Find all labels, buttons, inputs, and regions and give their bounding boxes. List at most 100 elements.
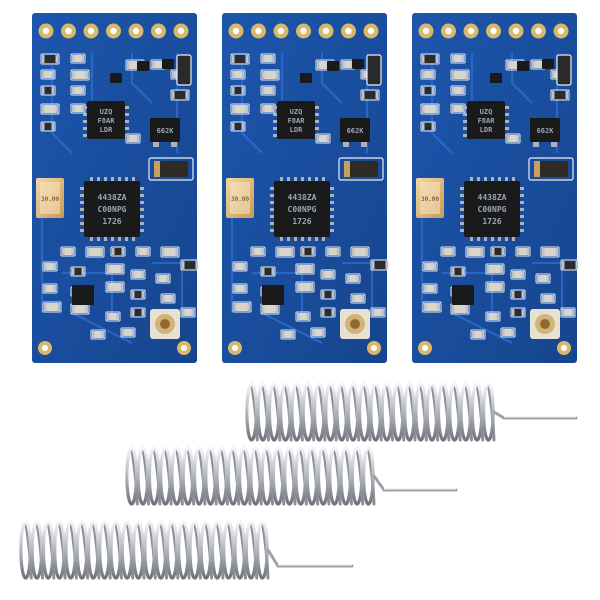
crystal-lid	[420, 182, 440, 214]
chip-pin	[460, 208, 464, 211]
chip-body	[467, 101, 505, 139]
header-hole	[110, 27, 117, 35]
silk-outline	[370, 259, 390, 271]
silk-outline	[170, 89, 190, 101]
smd-component	[172, 91, 188, 99]
solder-end	[465, 305, 468, 313]
chip-pin	[505, 113, 509, 116]
tantalum-capacitor	[534, 161, 568, 177]
header-hole	[467, 27, 475, 35]
silk-outline	[450, 53, 466, 64]
solder-end	[137, 248, 140, 255]
smd-component	[182, 261, 198, 269]
solder-end	[512, 309, 515, 316]
coil-turn	[136, 446, 150, 506]
connector-center	[160, 319, 170, 329]
smd-component	[452, 87, 464, 94]
solder-end	[92, 331, 95, 338]
chip-pin	[80, 215, 84, 218]
chip-pin	[498, 237, 501, 241]
silk-outline	[232, 301, 252, 313]
smd-component	[72, 268, 84, 275]
coil-turn	[222, 520, 235, 580]
header-hole	[65, 27, 72, 35]
chip-pin	[132, 177, 135, 181]
solder-end	[302, 248, 305, 255]
header-hole	[300, 27, 307, 35]
coil-turn	[125, 446, 138, 506]
solder-end	[241, 87, 244, 94]
smd-component	[297, 265, 313, 273]
chip-pin	[520, 201, 524, 204]
smd-component	[42, 55, 58, 63]
solder-end	[81, 87, 84, 94]
crystal-lid	[40, 182, 60, 214]
solder-end	[132, 309, 135, 316]
crystal-oscillator: 30.00	[416, 178, 444, 218]
silk-outline	[528, 157, 574, 181]
solder-end	[232, 123, 235, 130]
smd-component	[424, 303, 440, 311]
solder-end	[546, 275, 549, 282]
solder-end	[85, 71, 88, 79]
chip-pin	[111, 237, 114, 241]
chip-pin	[140, 194, 144, 197]
smd-component	[162, 248, 178, 256]
smd-component	[262, 71, 278, 79]
smd-component	[424, 263, 436, 270]
silk-outline	[230, 53, 250, 65]
silk-outline	[260, 266, 276, 277]
coil-turn	[177, 520, 190, 580]
coil-turn	[165, 520, 179, 580]
solder-end	[72, 55, 75, 62]
solder-end	[517, 248, 520, 255]
chip-pin	[520, 187, 524, 190]
solder-end	[141, 309, 144, 316]
voltage-regulator: 662K	[530, 118, 560, 147]
chip-pin	[505, 237, 508, 241]
smd-component	[42, 105, 58, 113]
chip-marking: 4438ZA	[98, 193, 127, 202]
chip-pin	[270, 229, 274, 232]
smd-component	[562, 309, 574, 316]
transistor	[110, 73, 122, 83]
solder-end	[71, 248, 74, 255]
chip-pin	[512, 177, 515, 181]
solder-end	[565, 91, 568, 99]
chip-pin	[520, 215, 524, 218]
solder-end	[451, 248, 454, 255]
coil-turn	[143, 520, 156, 580]
silk-outline	[130, 289, 146, 300]
solder-end	[262, 87, 265, 94]
solder-end	[437, 303, 440, 311]
solder-end	[452, 268, 455, 275]
smd-component	[42, 87, 54, 94]
coil-turn	[154, 520, 168, 580]
solder-end	[297, 265, 300, 273]
chip-pin	[270, 201, 274, 204]
silk-outline	[85, 246, 105, 258]
silk-outline	[232, 261, 248, 272]
chip-pin	[330, 208, 334, 211]
header-hole	[490, 27, 497, 35]
coil-turn	[19, 520, 32, 580]
chip-pin	[125, 134, 129, 137]
chip-pin	[463, 113, 467, 116]
solder-end	[424, 285, 427, 292]
chip-pin	[294, 177, 297, 181]
solder-end	[422, 105, 425, 113]
regulator-body	[340, 118, 370, 142]
solder-end	[487, 313, 490, 320]
chip-pin	[315, 177, 318, 181]
silk-outline	[560, 307, 576, 318]
chip-pin	[280, 177, 283, 181]
chip-pin	[460, 187, 464, 190]
chip-pin	[477, 177, 480, 181]
solder-end	[271, 87, 274, 94]
solder-end	[127, 135, 130, 142]
smd-component	[44, 263, 56, 270]
solder-end	[507, 135, 510, 142]
coil-turn	[358, 382, 371, 442]
silk-outline	[440, 246, 456, 257]
solder-end	[72, 87, 75, 94]
